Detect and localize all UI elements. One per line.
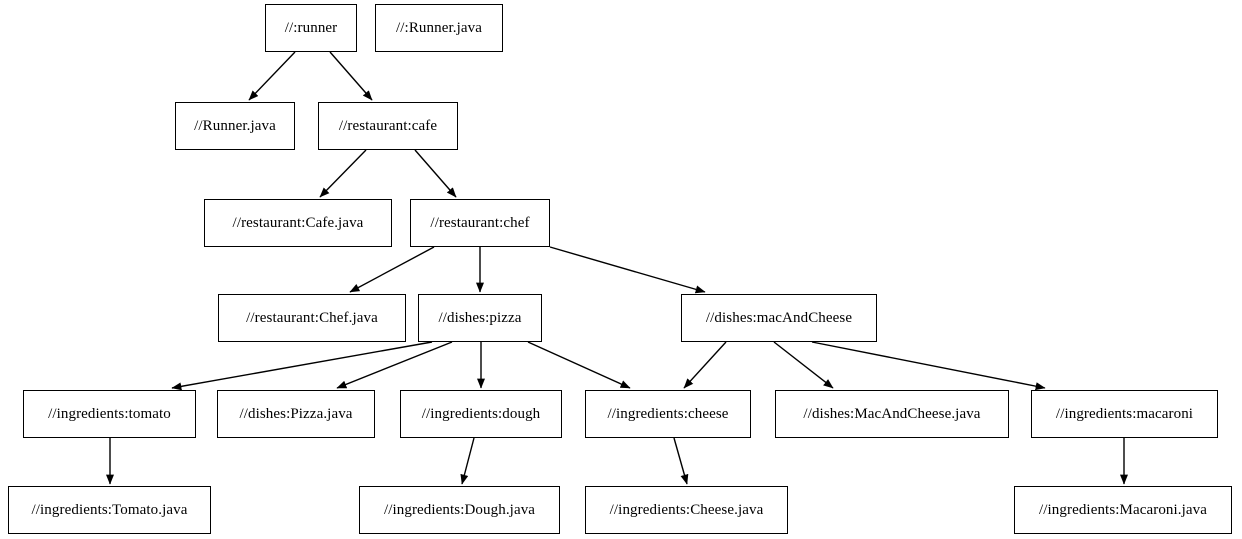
graph-node-ing_tomato_java[interactable]: //ingredients:Tomato.java <box>8 486 211 534</box>
graph-edge-restaurant_cafe-to-restaurant_chef <box>414 149 457 198</box>
graph-edge-dishes_pizza-to-ing_cheese <box>527 341 631 389</box>
graph-node-label: //dishes:Pizza.java <box>239 405 353 422</box>
graph-node-label: //restaurant:Chef.java <box>246 309 378 326</box>
graph-node-runner_java[interactable]: //Runner.java <box>175 102 295 150</box>
graph-edge-runner-to-restaurant_cafe <box>329 51 373 101</box>
graph-node-label: //ingredients:dough <box>421 405 541 422</box>
graph-edge-restaurant_chef-to-restaurant_chef_java <box>349 246 435 293</box>
graph-edge-dishes_pizza-to-ing_tomato <box>171 341 433 391</box>
graph-edge-dishes_pizza-to-dishes_pizza_java <box>336 341 453 389</box>
graph-node-ing_dough[interactable]: //ingredients:dough <box>400 390 562 438</box>
graph-node-label: //ingredients:tomato <box>48 405 171 422</box>
graph-node-label: //:Runner.java <box>396 19 482 36</box>
graph-edge-dishes_mac-to-ing_macaroni <box>811 341 1046 391</box>
graph-edge-dishes_mac-to-dishes_mac_java <box>773 341 834 389</box>
graph-node-label: //Runner.java <box>194 117 276 134</box>
graph-node-restaurant_chef[interactable]: //restaurant:chef <box>410 199 550 247</box>
graph-edge-ing_dough-to-ing_dough_java <box>460 437 475 485</box>
graph-edge-ing_cheese-to-ing_cheese_java <box>673 437 689 485</box>
graph-node-ing_dough_java[interactable]: //ingredients:Dough.java <box>359 486 560 534</box>
graph-node-ing_cheese[interactable]: //ingredients:cheese <box>585 390 751 438</box>
graph-node-ing_macaroni[interactable]: //ingredients:macaroni <box>1031 390 1218 438</box>
graph-node-restaurant_chef_java[interactable]: //restaurant:Chef.java <box>218 294 406 342</box>
graph-node-dishes_pizza_java[interactable]: //dishes:Pizza.java <box>217 390 375 438</box>
graph-node-label: //:runner <box>284 19 338 36</box>
graph-node-label: //restaurant:cafe <box>338 117 438 134</box>
graph-node-label: //dishes:pizza <box>438 309 522 326</box>
graph-node-ing_tomato[interactable]: //ingredients:tomato <box>23 390 196 438</box>
graph-node-ing_cheese_java[interactable]: //ingredients:Cheese.java <box>585 486 788 534</box>
graph-node-label: //ingredients:macaroni <box>1055 405 1194 422</box>
graph-node-label: //ingredients:Tomato.java <box>31 501 188 518</box>
graph-node-dishes_mac[interactable]: //dishes:macAndCheese <box>681 294 877 342</box>
graph-edge-restaurant_chef-to-dishes_mac <box>549 246 706 294</box>
graph-node-runner_java_colon[interactable]: //:Runner.java <box>375 4 503 52</box>
graph-node-label: //ingredients:cheese <box>607 405 729 422</box>
graph-node-label: //ingredients:Dough.java <box>383 501 536 518</box>
graph-node-ing_macaroni_java[interactable]: //ingredients:Macaroni.java <box>1014 486 1232 534</box>
graph-node-label: //dishes:MacAndCheese.java <box>803 405 981 422</box>
graph-edge-dishes_mac-to-ing_cheese <box>683 341 727 389</box>
graph-node-dishes_mac_java[interactable]: //dishes:MacAndCheese.java <box>775 390 1009 438</box>
graph-node-label: //ingredients:Cheese.java <box>609 501 764 518</box>
graph-node-label: //restaurant:Cafe.java <box>232 214 364 231</box>
graph-node-label: //ingredients:Macaroni.java <box>1038 501 1208 518</box>
graph-edge-runner-to-runner_java <box>248 51 296 101</box>
graph-edge-restaurant_cafe-to-restaurant_cafe_java <box>319 149 367 198</box>
graph-node-dishes_pizza[interactable]: //dishes:pizza <box>418 294 542 342</box>
graph-node-label: //restaurant:chef <box>430 214 530 231</box>
graph-node-label: //dishes:macAndCheese <box>705 309 853 326</box>
graph-node-restaurant_cafe_java[interactable]: //restaurant:Cafe.java <box>204 199 392 247</box>
graph-node-runner[interactable]: //:runner <box>265 4 357 52</box>
graph-node-restaurant_cafe[interactable]: //restaurant:cafe <box>318 102 458 150</box>
